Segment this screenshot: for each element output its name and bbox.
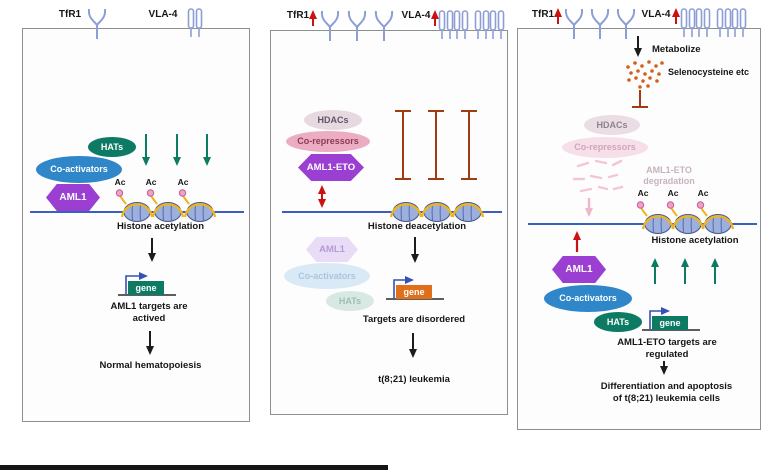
metabolize-label: Metabolize [652, 44, 701, 55]
vla4-label: VLA-4 [401, 10, 431, 21]
gene-box: gene [128, 281, 164, 295]
ac-label: Ac [637, 188, 649, 198]
panel-normal-hematopoiesis [22, 28, 250, 422]
hdacs-ellipse-inhibited: HDACs [584, 115, 640, 135]
aml1-hexagon: AML1 [46, 184, 100, 211]
ac-label: Ac [697, 188, 709, 198]
coactivators-ellipse: Co-activators [36, 156, 122, 183]
targets-label: AML1-ETO targets are regulated [617, 337, 717, 360]
hats-ellipse: HATs [88, 137, 136, 157]
histone-acetylation-label: Histone acetylation [651, 235, 739, 246]
gene-box: gene [396, 285, 432, 299]
tfr1-label: TfR1 [531, 9, 555, 20]
outcome-label: Normal hematopoiesis [99, 360, 202, 371]
vla4-label: VLA-4 [148, 9, 178, 20]
hdacs-ellipse: HDACs [304, 110, 362, 130]
hats-ellipse-displaced: HATs [326, 291, 374, 311]
targets-label: AML1 targets are actived [110, 301, 188, 324]
ac-label: Ac [145, 177, 157, 187]
tfr1-label: TfR1 [58, 9, 82, 20]
hats-ellipse: HATs [594, 312, 642, 332]
outcome-label: Differentiation and apoptosis of t(8;21)… [600, 381, 733, 404]
gene-box: gene [652, 316, 688, 330]
bottom-edge-artifact [0, 465, 388, 470]
vla4-label: VLA-4 [641, 9, 671, 20]
panel-treatment [517, 28, 761, 430]
ac-label: Ac [114, 177, 126, 187]
corepressors-ellipse: Co-repressors [286, 131, 370, 152]
ac-label: Ac [667, 188, 679, 198]
aml1-hexagon: AML1 [552, 256, 606, 283]
coactivators-ellipse: Co-activators [544, 285, 632, 312]
degradation-label: AML1-ETO degradation [643, 165, 695, 187]
histone-acetylation-label: Histone acetylation [116, 221, 205, 232]
corepressors-ellipse-inhibited: Co-repressors [562, 137, 648, 158]
targets-label: Targets are disordered [362, 314, 466, 325]
aml1-eto-hexagon: AML1-ETO [298, 154, 364, 181]
aml1-hexagon-displaced: AML1 [306, 237, 358, 262]
ac-label: Ac [177, 177, 189, 187]
coactivators-ellipse-displaced: Co-activators [284, 263, 370, 289]
tfr1-label: TfR1 [286, 10, 310, 21]
histone-deacetylation-label: Histone deacetylation [367, 221, 467, 232]
selenocysteine-label: Selenocysteine etc [668, 67, 750, 77]
outcome-label: t(8;21) leukemia [378, 374, 450, 385]
